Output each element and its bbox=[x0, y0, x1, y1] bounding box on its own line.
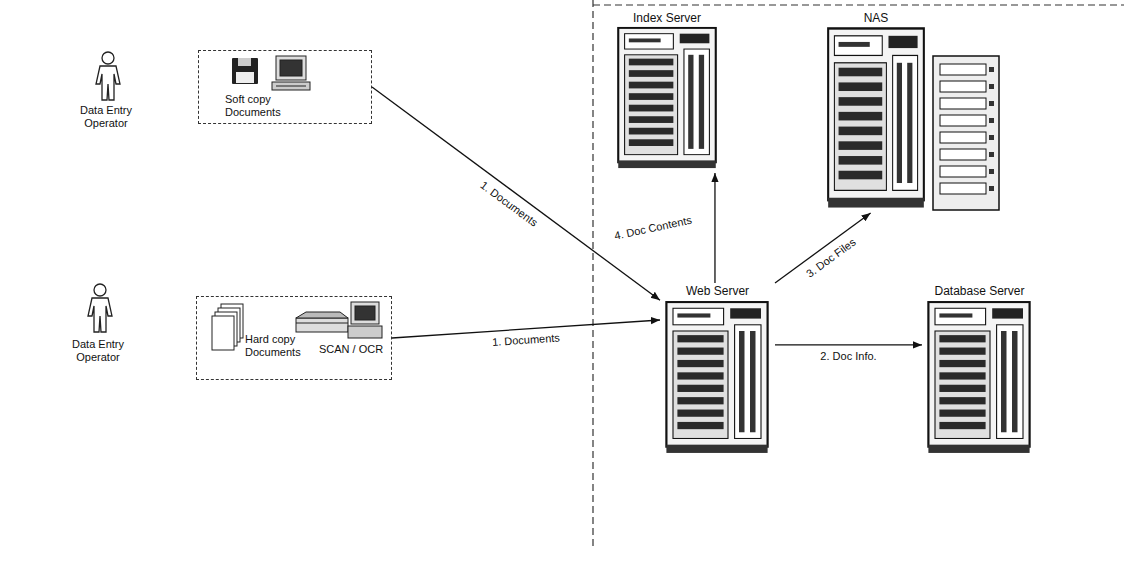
edge-label-box: 2. Doc Info. bbox=[820, 350, 876, 363]
server-node: Database Server bbox=[922, 283, 1037, 455]
server-label: Index Server bbox=[633, 12, 701, 26]
server-icon bbox=[666, 302, 767, 453]
input-station: Soft copy Documents bbox=[198, 50, 372, 124]
edge-label: 2. Doc Info. bbox=[820, 350, 876, 363]
server-icon bbox=[828, 28, 924, 207]
text-slot: Hard copy Documents bbox=[245, 333, 303, 358]
text-slot: NAS bbox=[822, 11, 930, 26]
edge-label: 3. Doc Files bbox=[804, 236, 858, 281]
paper-stack bbox=[212, 304, 243, 350]
edge-label-box: 3. Doc Files bbox=[804, 236, 858, 281]
input-station: Hard copy Documents SCAN / OCR bbox=[196, 296, 392, 380]
disk-rack bbox=[933, 56, 999, 210]
operator-label-box: Data Entry Operator bbox=[70, 104, 142, 129]
floppy-icon bbox=[232, 58, 258, 84]
operator-label-box: Data Entry Operator bbox=[62, 338, 134, 363]
server-icon bbox=[618, 28, 716, 168]
actor-label: Data Entry Operator bbox=[62, 338, 134, 363]
edge-label: 4. Doc Contents bbox=[613, 214, 693, 243]
server-label: NAS bbox=[864, 12, 889, 26]
computer-icon bbox=[272, 56, 310, 90]
server-label: Web Server bbox=[686, 285, 749, 299]
edge-label: 1. Documents bbox=[478, 178, 540, 229]
region-border bbox=[592, 0, 593, 548]
text-slot: SCAN / OCR bbox=[319, 343, 389, 356]
text-slot: Database Server bbox=[922, 284, 1037, 299]
server-node: Web Server bbox=[660, 283, 775, 455]
edge-label-box: 4. Doc Contents bbox=[613, 214, 693, 243]
node-text: Hard copy Documents bbox=[245, 333, 303, 358]
server-label: Database Server bbox=[934, 285, 1024, 299]
flow-arrow bbox=[372, 87, 660, 300]
person-icon bbox=[88, 284, 112, 332]
text-slot: Web Server bbox=[660, 284, 775, 299]
server-node: NAS bbox=[822, 8, 930, 213]
region-border bbox=[593, 4, 1124, 5]
node-text: SCAN / OCR bbox=[319, 343, 383, 356]
edge-label-box: 1. Documents bbox=[492, 331, 561, 348]
actor-label: Data Entry Operator bbox=[70, 104, 142, 129]
flow-arrow bbox=[714, 173, 715, 283]
scanner-icon bbox=[296, 312, 348, 332]
person-icon bbox=[96, 52, 120, 100]
computer-icon bbox=[348, 302, 382, 338]
server-icon bbox=[928, 302, 1029, 453]
text-slot: Index Server bbox=[612, 11, 722, 26]
flow-arrow bbox=[775, 213, 871, 283]
server-node: Index Server bbox=[612, 8, 722, 173]
node-text: Soft copy Documents bbox=[225, 93, 297, 118]
flow-arrow bbox=[775, 344, 922, 345]
text-slot: Soft copy Documents bbox=[225, 93, 297, 118]
edge-label-box: 1. Documents bbox=[478, 178, 540, 229]
edge-label: 1. Documents bbox=[492, 331, 561, 348]
